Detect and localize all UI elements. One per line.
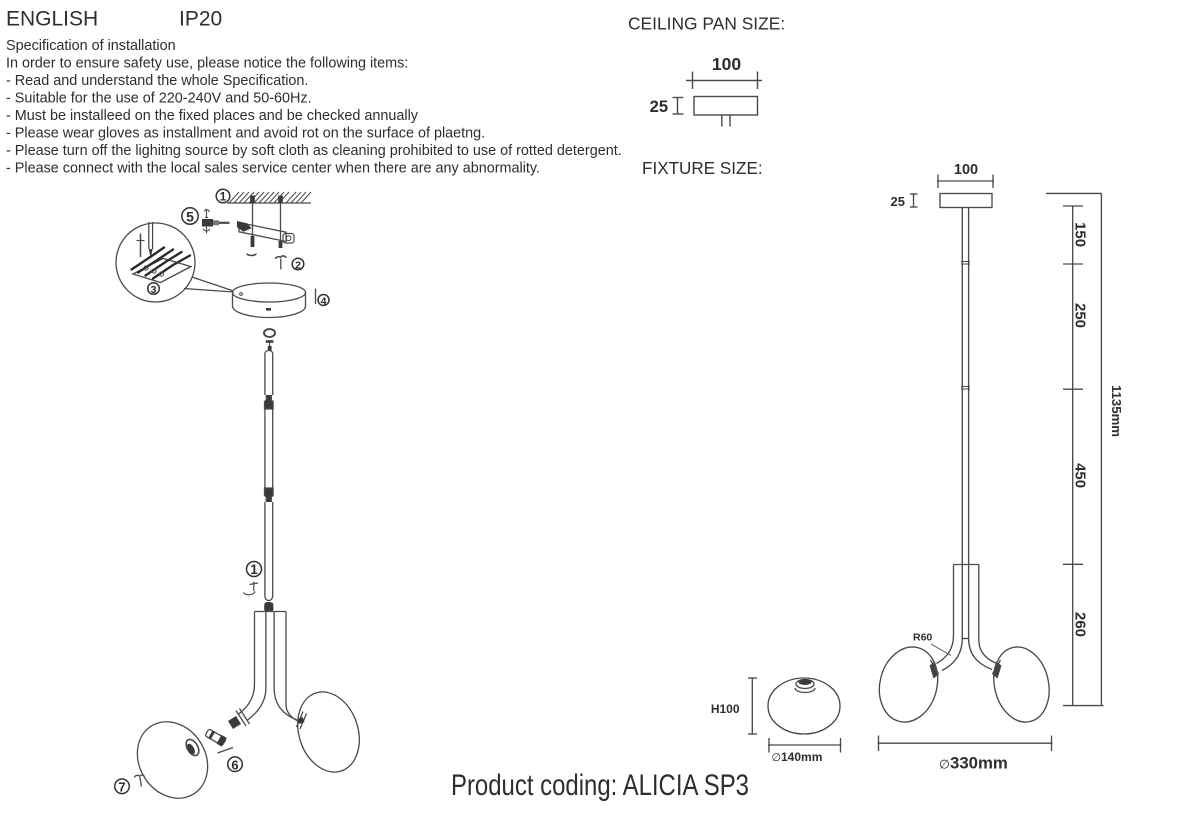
svg-text:∅: ∅ <box>772 752 782 764</box>
svg-text:CEILING PAN SIZE:: CEILING PAN SIZE: <box>628 14 785 34</box>
svg-text:450: 450 <box>1071 463 1088 488</box>
svg-text:7: 7 <box>118 780 125 795</box>
svg-text:100: 100 <box>954 162 978 178</box>
svg-text:R60: R60 <box>913 632 932 644</box>
svg-text:1: 1 <box>250 562 258 577</box>
svg-text:Specification of installation: Specification of installation <box>6 38 176 54</box>
svg-text:25: 25 <box>891 194 905 209</box>
svg-text:Product coding: ALICIA SP3: Product coding: ALICIA SP3 <box>451 769 749 802</box>
svg-text:2: 2 <box>295 260 301 272</box>
svg-text:25: 25 <box>650 98 668 116</box>
svg-text:3: 3 <box>151 284 157 296</box>
svg-text:IP20: IP20 <box>179 8 222 31</box>
svg-text:- Must be installeed on the fi: - Must be installeed on the fixed places… <box>6 108 419 124</box>
svg-text:∅: ∅ <box>939 758 950 772</box>
svg-text:In order to ensure safety use,: In order to ensure safety use, please no… <box>6 56 408 72</box>
svg-text:330mm: 330mm <box>950 754 1008 773</box>
svg-text:4: 4 <box>321 296 327 308</box>
svg-text:5: 5 <box>186 209 194 225</box>
svg-text:6: 6 <box>231 757 238 772</box>
svg-text:250: 250 <box>1071 303 1088 328</box>
svg-text:150: 150 <box>1071 222 1088 247</box>
svg-text:- Please turn off the lighitng: - Please turn off the lighitng source by… <box>6 143 622 159</box>
svg-text:- Read and understand the whol: - Read and understand the whole Specific… <box>6 73 308 89</box>
svg-text:ENGLISH: ENGLISH <box>6 8 98 31</box>
svg-text:- Please connect with the loca: - Please connect with the local sales se… <box>6 161 540 177</box>
svg-text:260: 260 <box>1071 612 1088 637</box>
svg-text:FIXTURE SIZE:: FIXTURE SIZE: <box>642 159 763 178</box>
svg-text:1135mm: 1135mm <box>1109 385 1124 437</box>
svg-text:- Suitable for the use of 220-: - Suitable for the use of 220-240V and 5… <box>6 91 312 107</box>
svg-text:140mm: 140mm <box>781 750 822 764</box>
svg-text:H100: H100 <box>711 702 740 716</box>
svg-text:100: 100 <box>712 54 741 74</box>
svg-text:1: 1 <box>220 190 227 204</box>
svg-text:- Please wear gloves as instal: - Please wear gloves as installment and … <box>6 126 485 142</box>
